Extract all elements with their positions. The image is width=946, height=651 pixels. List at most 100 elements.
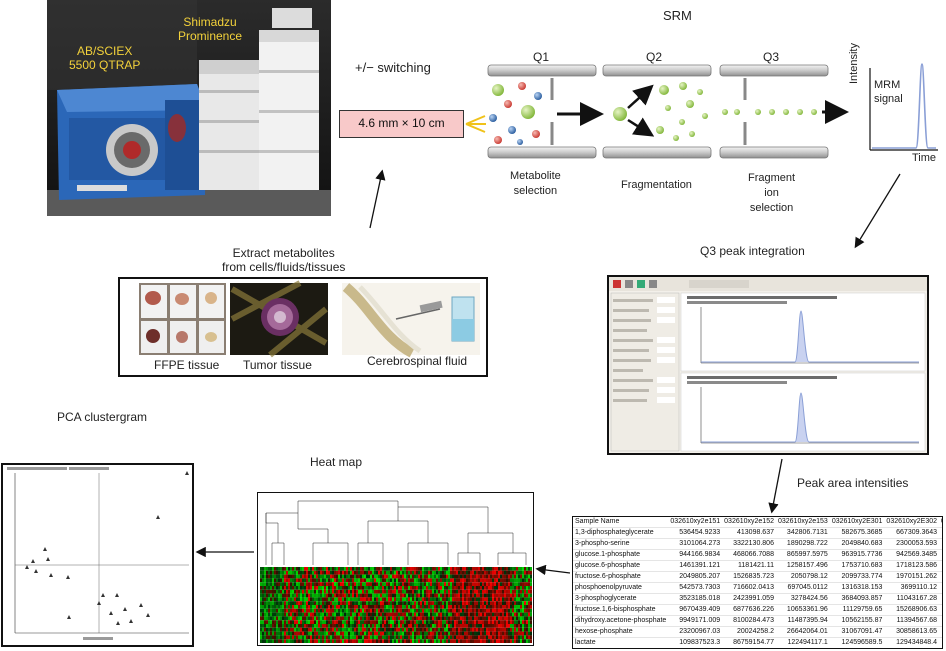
mass-spec-caption-text: AB/SCIEX 5500 QTRAP [69, 44, 141, 72]
peak-area-cell: 9949171.009 [668, 615, 723, 627]
peak-area-cell: 122494117.1 [775, 637, 830, 648]
peak-area-cell: 6043378.238 [939, 593, 942, 605]
heatmap-title: Heat map [310, 455, 363, 469]
peak-area-cell: 1181421.11 [722, 560, 776, 572]
peak-area-cell: 11487395.94 [775, 615, 830, 627]
metabolite-name-cell: hexose-phosphate [573, 626, 669, 638]
peak-area-cell: 10704461.25 [939, 615, 942, 627]
pca-panel [1, 463, 194, 647]
peak-area-cell: 1761014.28 [939, 560, 942, 572]
peak-area-cell: 3278424.56 [775, 593, 830, 605]
heatmap-dendrogram [265, 500, 527, 565]
peak-area-cell: 539606.111 [939, 527, 942, 539]
switching-label: +/− switching [355, 60, 431, 75]
heatmap-panel [257, 492, 534, 646]
peak-area-cell: 1970151.262 [884, 571, 940, 583]
peak-area-cell: 13167698.11 [939, 604, 942, 616]
peak-area-cell: 3523185.018 [668, 593, 723, 605]
peak-area-cell: 1753710.683 [829, 560, 885, 572]
fragment-ion-selection-label: Fragment ion selection [748, 172, 796, 214]
peak-area-cell: 1316318.153 [829, 582, 885, 594]
peak-area-cell: 8100284.473 [722, 615, 776, 627]
metabolite-name-cell: phosphoenolpyruvate [573, 582, 669, 594]
peak-area-cell: 10653361.96 [775, 604, 830, 616]
instrument-photo: AB/SCIEX 5500 QTRAP Shimadzu Prominence [47, 0, 331, 216]
peak-area-cell: 1767775.199 [939, 538, 942, 550]
peak-area-cell: 1258157.496 [775, 560, 830, 572]
peak-area-cell: 26642064.01 [775, 626, 830, 638]
metabolite-name-cell: glucose.1-phosphate [573, 549, 669, 561]
pca-title: PCA clustergram [57, 410, 148, 424]
metabolite-name-cell: 1,3-diphosphateglycerate [573, 527, 669, 539]
tumor-label: Tumor tissue [243, 358, 312, 372]
pca-scatter [7, 467, 189, 640]
peak-area-cell: 1890298.722 [775, 538, 830, 550]
metabolite-selection-label: Metabolite selection [510, 170, 561, 197]
integration-software-window [609, 277, 927, 452]
peak-area-cell: 667309.3643 [884, 527, 940, 539]
peak-area-title: Peak area intensities [797, 476, 909, 490]
peak-area-cell: 944166.9834 [668, 549, 723, 561]
column-header-sample-id: 032610xy2e152 [722, 517, 776, 528]
peak-area-cell: 413098.637 [722, 527, 776, 539]
peak-area-cell: 716602.0413 [722, 582, 776, 594]
peak-area-cell: 942569.3485 [884, 549, 940, 561]
peak-area-cell: 697045.0112 [775, 582, 830, 594]
quadrupole-q3 [719, 64, 829, 159]
peak-area-cell: 23200967.03 [668, 626, 723, 638]
peak-area-cell: 342806.7131 [775, 527, 830, 539]
heatmap-graphic [260, 500, 532, 643]
peak-area-cell: 542573.7303 [668, 582, 723, 594]
flow-arrow-table-to-heatmap [535, 564, 571, 576]
pca-points [25, 471, 189, 625]
quadrupole-q2 [602, 64, 712, 159]
column-header-sample-id: 032610xy2E302 [884, 517, 940, 528]
mass-spec-caption: AB/SCIEX 5500 QTRAP [69, 44, 140, 72]
column-header-sample: Sample Name [573, 517, 669, 528]
peak-area-cell: 865997.5975 [775, 549, 830, 561]
peak-area-cell: 11129759.65 [829, 604, 885, 616]
column-header-sample-id: 032610xy2e151 [668, 517, 723, 528]
peak-area-cell: 2423991.059 [722, 593, 776, 605]
srm-title: SRM [663, 8, 692, 23]
peak-area-cell: 10562155.87 [829, 615, 885, 627]
fragmentation-particles [557, 82, 708, 141]
peak-area-cell: 3322130.806 [722, 538, 776, 550]
column-header-sample-id: 032610xy2E301 [829, 517, 885, 528]
peak-area-cell: 86759154.77 [722, 637, 776, 648]
hplc-caption-text: Shimadzu Prominence [178, 15, 243, 43]
peak-area-cell: 129434848.4 [884, 637, 940, 648]
peak-area-cell: 941332.3727 [939, 549, 942, 561]
peak-area-cell: 3101064.273 [668, 538, 723, 550]
peak-area-cell: 1586805.052 [939, 571, 942, 583]
peak-area-cell: 2300053.593 [884, 538, 940, 550]
peak-area-cell: 31067091.47 [829, 626, 885, 638]
peak-area-cell: 536454.9233 [668, 527, 723, 539]
peak-area-cell: 2050798.12 [775, 571, 830, 583]
peak-area-cell: 20024258.2 [722, 626, 776, 638]
peak-area-cell: 3684093.857 [829, 593, 885, 605]
hplc-caption: Shimadzu Prominence [178, 15, 242, 43]
fragmentation-label: Fragmentation [621, 179, 692, 191]
peak-area-cell: 124596589.5 [829, 637, 885, 648]
flow-arrow-extract-to-column [369, 169, 386, 229]
mrm-signal-chart [869, 63, 938, 151]
peak-area-cell: 3699110.12 [884, 582, 940, 594]
metabolite-name-cell: lactate [573, 637, 669, 648]
peak-area-cell: 11394567.68 [884, 615, 940, 627]
metabolite-name-cell: fructose.1,6-bisphosphate [573, 604, 669, 616]
fragment-ion-stream [722, 100, 849, 124]
csf-label: Cerebrospinal fluid [367, 354, 468, 368]
sample-images [139, 280, 480, 358]
peak-area-cell: 11043167.28 [884, 593, 940, 605]
